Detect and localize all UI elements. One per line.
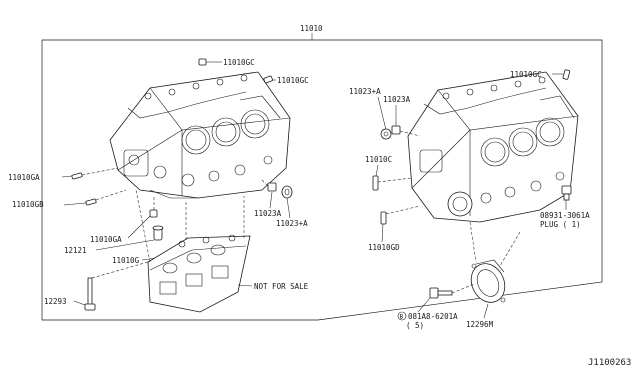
callout-12296m[interactable]: 12296M	[466, 320, 494, 329]
callout-08931-3061a[interactable]: 08931-3061A	[540, 211, 590, 220]
callout-11010gb-left[interactable]: 11010GB	[12, 200, 44, 209]
lower-crankcase	[147, 234, 251, 313]
callout-11023plusa-right[interactable]: 11023+A	[349, 87, 381, 96]
bolt-12293	[84, 277, 96, 311]
cylinder-block-right	[407, 71, 579, 223]
main-assembly-number[interactable]: 11010	[300, 24, 323, 33]
callout-11010gc-top-2[interactable]: 11010GC	[277, 76, 309, 85]
callout-plug-qty[interactable]: PLUG ( 1)	[540, 220, 581, 229]
figure-id: J1100263	[588, 358, 631, 368]
dowel-pin-gc-right	[562, 69, 571, 80]
callout-bolt-b-letter[interactable]: B	[400, 314, 404, 321]
plug-08931-3061a	[561, 185, 572, 201]
dowel-pin-11010c	[372, 175, 379, 191]
callout-11010c[interactable]: 11010C	[365, 155, 392, 164]
callout-11010ga-lower[interactable]: 11010GA	[90, 235, 122, 244]
bolt-b-circle-marker	[397, 311, 407, 321]
dowel-pin-11010gd	[380, 211, 387, 225]
dowel-pin-ga	[71, 172, 83, 180]
washer-right	[380, 128, 392, 140]
oil-gallery-plug-left	[267, 182, 277, 192]
callout-bolt-b-qty[interactable]: ( 5)	[406, 321, 424, 330]
callout-11010ga-left[interactable]: 11010GA	[8, 173, 40, 182]
oil-gallery-plug-right	[391, 125, 401, 135]
cylinder-block-left	[109, 71, 291, 199]
washer-left	[281, 185, 293, 199]
callout-not-for-sale[interactable]: NOT FOR SALE	[254, 282, 309, 291]
callout-081a8-6201a[interactable]: 081A8-6201A	[408, 312, 458, 321]
bolt-081a8-6201a	[429, 287, 453, 299]
dowel-pin-ga-lower	[149, 209, 158, 218]
dowel-pin-gb	[85, 198, 97, 206]
callout-11010g[interactable]: 11010G	[112, 256, 140, 265]
callout-12121[interactable]: 12121	[64, 246, 87, 255]
callout-12293[interactable]: 12293	[44, 297, 67, 306]
dowel-pin-gc-1	[198, 58, 207, 66]
dowel-pin-gc-2	[263, 75, 273, 84]
rear-seal-retainer	[470, 259, 506, 303]
callout-11023plusa-left[interactable]: 11023+A	[276, 219, 308, 228]
sensor-12121	[152, 225, 164, 241]
diagram-frame	[41, 39, 603, 321]
callout-11023a-right[interactable]: 11023A	[383, 95, 411, 104]
callout-11023a-left[interactable]: 11023A	[254, 209, 282, 218]
callout-11010gc-right[interactable]: 11010GC	[510, 70, 542, 79]
callout-11010gc-top-1[interactable]: 11010GC	[223, 58, 255, 67]
callout-11010gd[interactable]: 11010GD	[368, 243, 400, 252]
